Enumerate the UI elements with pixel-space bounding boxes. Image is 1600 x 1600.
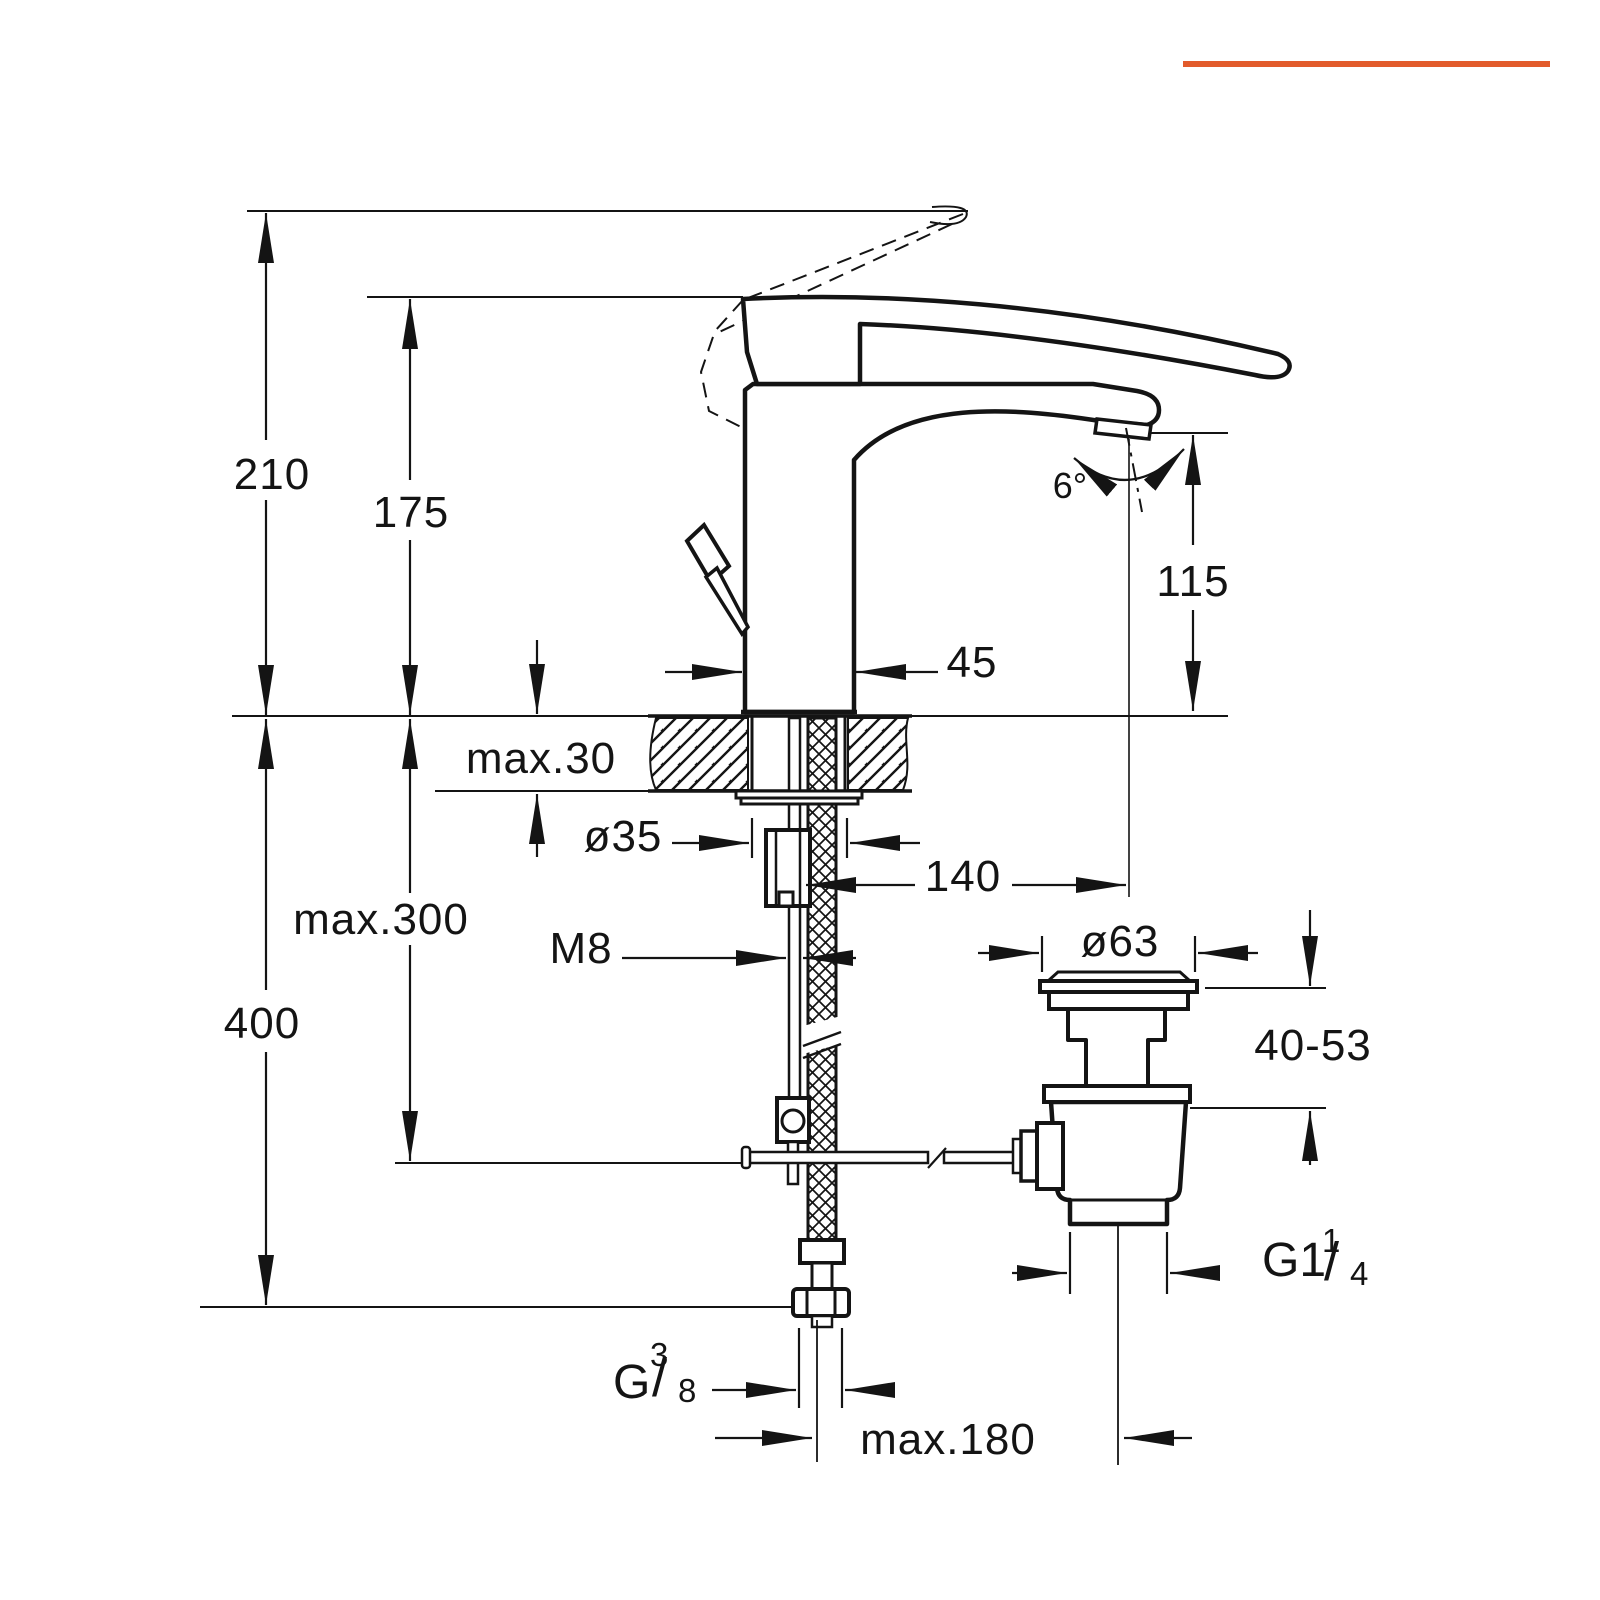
extension-lines xyxy=(200,210,1326,1308)
dim-body-width-label: 45 xyxy=(947,638,998,687)
waste-thread-slash: / xyxy=(1324,1232,1339,1292)
dim-total-height-label: 210 xyxy=(234,450,310,499)
waste-thread-numerator: 1 xyxy=(1322,1222,1340,1259)
supply-thread-label: G 3 / 8 xyxy=(613,1336,696,1409)
dim-offset-label: max.180 xyxy=(860,1415,1036,1464)
waste-thread-label: G1 1 / 4 xyxy=(1262,1222,1368,1292)
waste-thread-prefix: G1 xyxy=(1262,1234,1326,1287)
dim-waste-range-label: 40-53 xyxy=(1254,1021,1372,1070)
dim-spout-height-label: 115 xyxy=(1156,557,1229,606)
faucet xyxy=(684,205,1292,897)
dim-body-height-label: 175 xyxy=(373,488,449,537)
supply-hose-assembly xyxy=(734,716,864,1329)
dimension-labels: 210 175 115 6° 45 max.30 ø35 140 max.300… xyxy=(224,450,1372,1464)
supply-thread-numerator: 3 xyxy=(650,1336,668,1373)
dim-clearance-label: max.300 xyxy=(293,895,469,944)
dim-deck-thickness-label: max.30 xyxy=(466,734,616,783)
waste-thread-denominator: 4 xyxy=(1350,1255,1368,1292)
supply-thread-denominator: 8 xyxy=(678,1372,696,1409)
dim-hole-diameter-label: ø35 xyxy=(584,812,663,861)
dim-supply-length-label: 400 xyxy=(224,999,300,1048)
pop-up-drain xyxy=(1011,970,1199,1227)
dim-waste-cap-diameter-label: ø63 xyxy=(1081,917,1160,966)
pop-up-rod xyxy=(740,1145,1018,1170)
dim-reach-label: 140 xyxy=(925,852,1001,901)
supply-thread-slash: / xyxy=(652,1348,667,1408)
counter-section xyxy=(648,714,912,793)
dimensions xyxy=(258,213,1318,1465)
dim-stud-label: M8 xyxy=(549,924,612,973)
dim-angle-label: 6° xyxy=(1053,465,1087,506)
supply-thread-prefix: G xyxy=(613,1356,650,1409)
